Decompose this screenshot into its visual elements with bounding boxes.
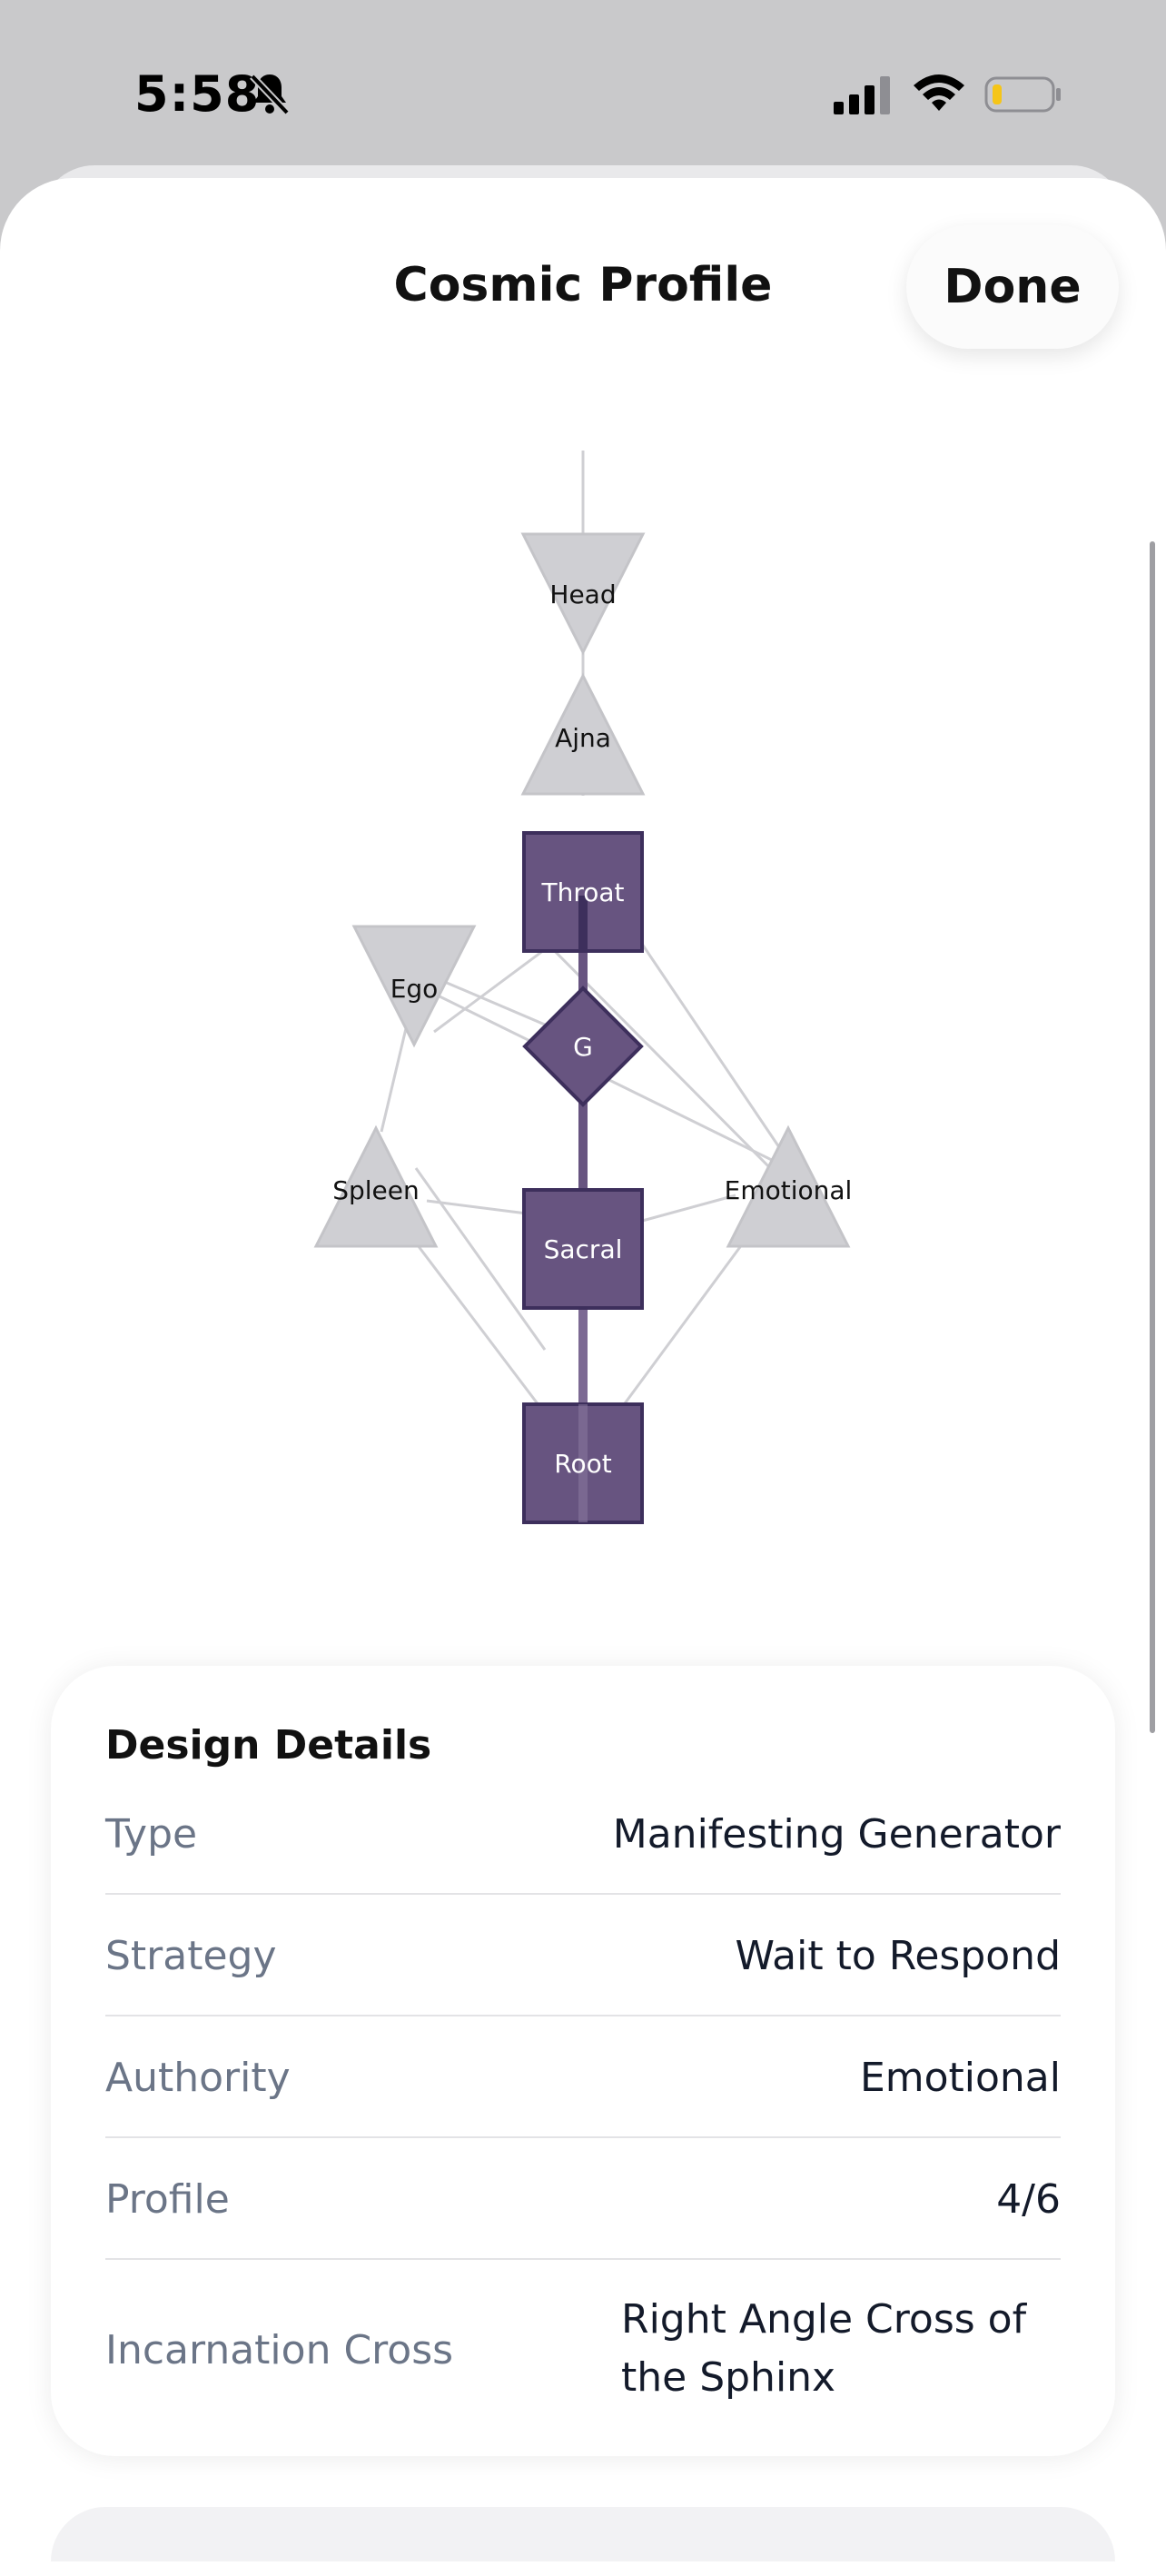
design-details-card: Design Details Type Manifesting Generato…	[51, 1666, 1115, 2456]
detail-label: Authority	[105, 2055, 291, 2101]
center-g[interactable]: G	[522, 986, 644, 1107]
design-details-title: Design Details	[105, 1722, 432, 1769]
divider	[105, 2015, 1061, 2016]
center-emotional-label: Emotional	[725, 1175, 853, 1205]
sheet-title: Cosmic Profile	[393, 258, 773, 312]
bodygraph-chart: Head Ajna Throat Ego G Spleen	[313, 451, 853, 1524]
scroll-indicator[interactable]	[1150, 541, 1155, 1733]
detail-value: Emotional	[859, 2055, 1061, 2101]
done-button[interactable]: Done	[906, 225, 1119, 349]
status-bar: 5:58	[0, 0, 1166, 182]
next-card-peek	[51, 2507, 1115, 2561]
center-ego-label: Ego	[390, 974, 439, 1004]
center-sacral[interactable]: Sacral	[522, 1188, 644, 1310]
center-ajna[interactable]: Ajna	[520, 672, 646, 796]
center-sacral-label: Sacral	[544, 1234, 623, 1264]
detail-value: Manifesting Generator	[612, 1811, 1061, 1858]
status-time: 5:58	[134, 65, 261, 123]
center-throat-label: Throat	[540, 877, 624, 907]
center-g-label: G	[573, 1032, 593, 1062]
detail-value: 4/6	[996, 2176, 1061, 2223]
center-head[interactable]: Head	[520, 532, 646, 656]
center-root-label: Root	[554, 1449, 611, 1479]
detail-value-line1: Right Angle Cross of	[621, 2296, 1027, 2343]
detail-value: Wait to Respond	[735, 1933, 1061, 1979]
undefined-channels	[380, 451, 790, 1414]
center-root[interactable]: Root	[522, 1402, 644, 1524]
center-spleen-label: Spleen	[332, 1175, 420, 1205]
divider	[105, 2258, 1061, 2260]
wifi-icon	[914, 74, 964, 111]
detail-label: Incarnation Cross	[105, 2327, 454, 2373]
detail-value-line2: the Sphinx	[621, 2354, 836, 2401]
detail-label: Type	[105, 1811, 198, 1858]
detail-label: Profile	[105, 2176, 230, 2223]
divider	[105, 1893, 1061, 1895]
detail-label: Strategy	[105, 1933, 277, 1979]
bell-slash-icon	[250, 74, 290, 115]
cellular-signal-icon	[834, 76, 890, 114]
center-head-label: Head	[549, 580, 616, 609]
center-emotional[interactable]: Emotional	[725, 1125, 853, 1248]
center-throat[interactable]: Throat	[522, 831, 644, 953]
divider	[105, 2136, 1061, 2138]
battery-icon	[984, 76, 1061, 113]
center-ego[interactable]: Ego	[351, 925, 477, 1048]
center-ajna-label: Ajna	[555, 723, 611, 753]
center-spleen[interactable]: Spleen	[313, 1125, 439, 1248]
